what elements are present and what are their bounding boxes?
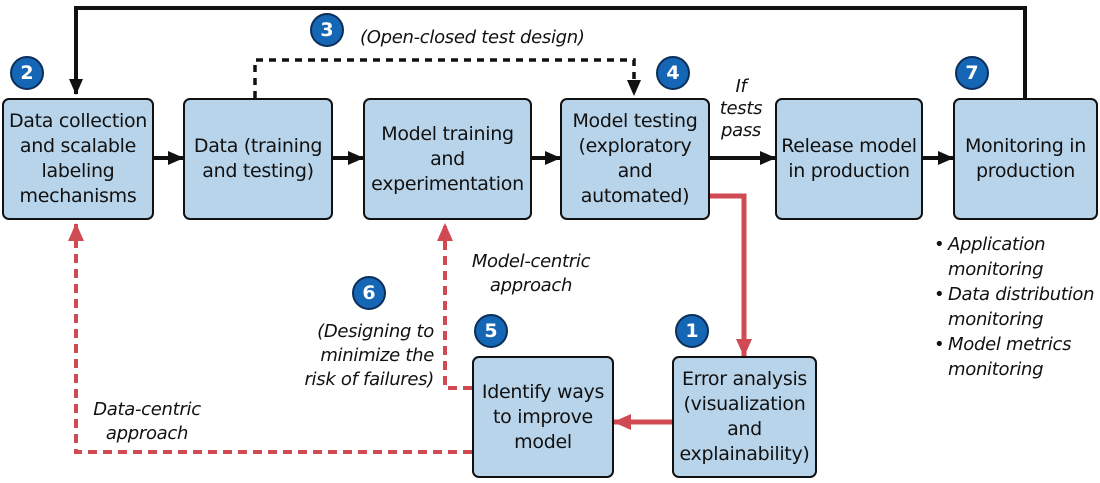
badge-1: 1 [675,314,709,348]
label-open-closed: (Open-closed test design) [360,27,585,48]
box-model-training: Model training and experimentation [363,98,532,220]
bullet-line: monitoring [948,359,1044,380]
bullet-line: Application [948,234,1046,255]
bullet-application-monitoring: Application monitoring [934,232,1094,282]
label-model-centric: Model-centric approach [471,251,591,296]
bullet-data-distribution-monitoring: Data distribution monitoring [934,282,1094,332]
box-release-model: Release model in production [775,98,923,220]
loop-arrow [69,6,1027,98]
arrow-data-centric [68,223,472,454]
label-data-centric: Data-centric approach [93,399,201,444]
badge-7: 7 [955,56,989,90]
box-monitoring: Monitoring in production [953,98,1098,220]
box-data-collection: Data collection and scalable labeling me… [2,98,154,220]
arrow-testing-to-error [710,193,752,357]
label-if-tests-pass: If tests pass [719,76,763,141]
badge-3: 3 [310,13,344,47]
box-error-analysis: Error analysis (visualization and explai… [672,356,817,478]
bullet-line: Model metrics [948,334,1072,355]
arrow-model-centric [437,223,472,390]
arrow-open-closed-test [253,58,641,98]
badge-5: 5 [474,314,508,348]
badge-4: 4 [656,56,690,90]
box-model-testing: Model testing (exploratory and automated… [560,98,710,220]
box-identify-ways: Identify ways to improve model [472,356,614,478]
bullet-line: monitoring [948,309,1044,330]
label-designing: (Designing to minimize the risk of failu… [304,321,434,390]
monitoring-bullet-list: Application monitoring Data distribution… [934,232,1094,382]
badge-6: 6 [352,276,386,310]
bullet-line: monitoring [948,259,1044,280]
bullet-model-metrics-monitoring: Model metrics monitoring [934,332,1094,382]
box-data: Data (training and testing) [183,98,333,220]
bullet-line: Data distribution [948,284,1095,305]
badge-2: 2 [10,56,44,90]
